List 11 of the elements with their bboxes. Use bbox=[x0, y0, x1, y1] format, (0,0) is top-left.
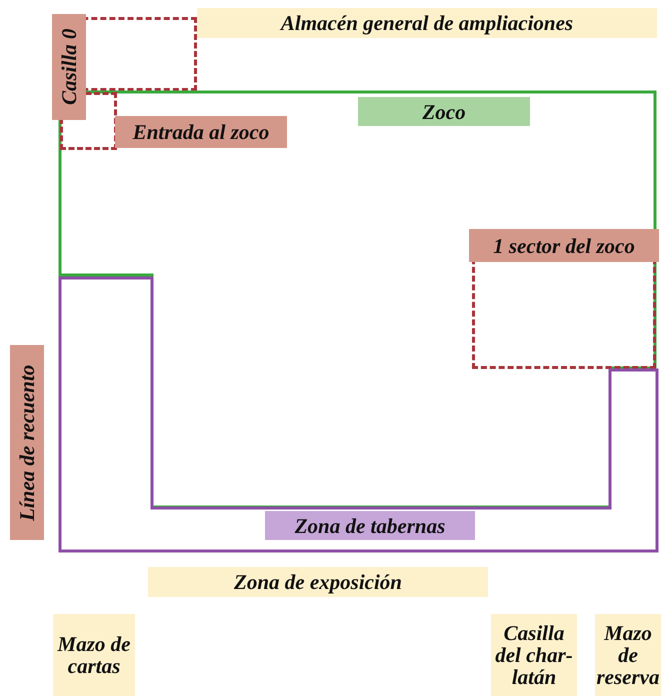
area-label: Mazo de reserva bbox=[595, 614, 661, 696]
area-label: Entrada al zoco bbox=[115, 116, 287, 148]
area-label: Zoco bbox=[358, 97, 530, 126]
area-label: Casilla 0 bbox=[52, 14, 86, 120]
area-label: Zona de exposición bbox=[148, 567, 488, 597]
area-label: Casilla del char-latán bbox=[491, 614, 577, 696]
area-label: Mazo de cartas bbox=[53, 614, 135, 696]
area-label: 1 sector del zoco bbox=[469, 229, 659, 262]
area-label: Zona de tabernas bbox=[265, 511, 475, 540]
area-label: Línea de recuento bbox=[10, 345, 44, 540]
area-label: Almacén general de ampliaciones bbox=[197, 8, 657, 38]
